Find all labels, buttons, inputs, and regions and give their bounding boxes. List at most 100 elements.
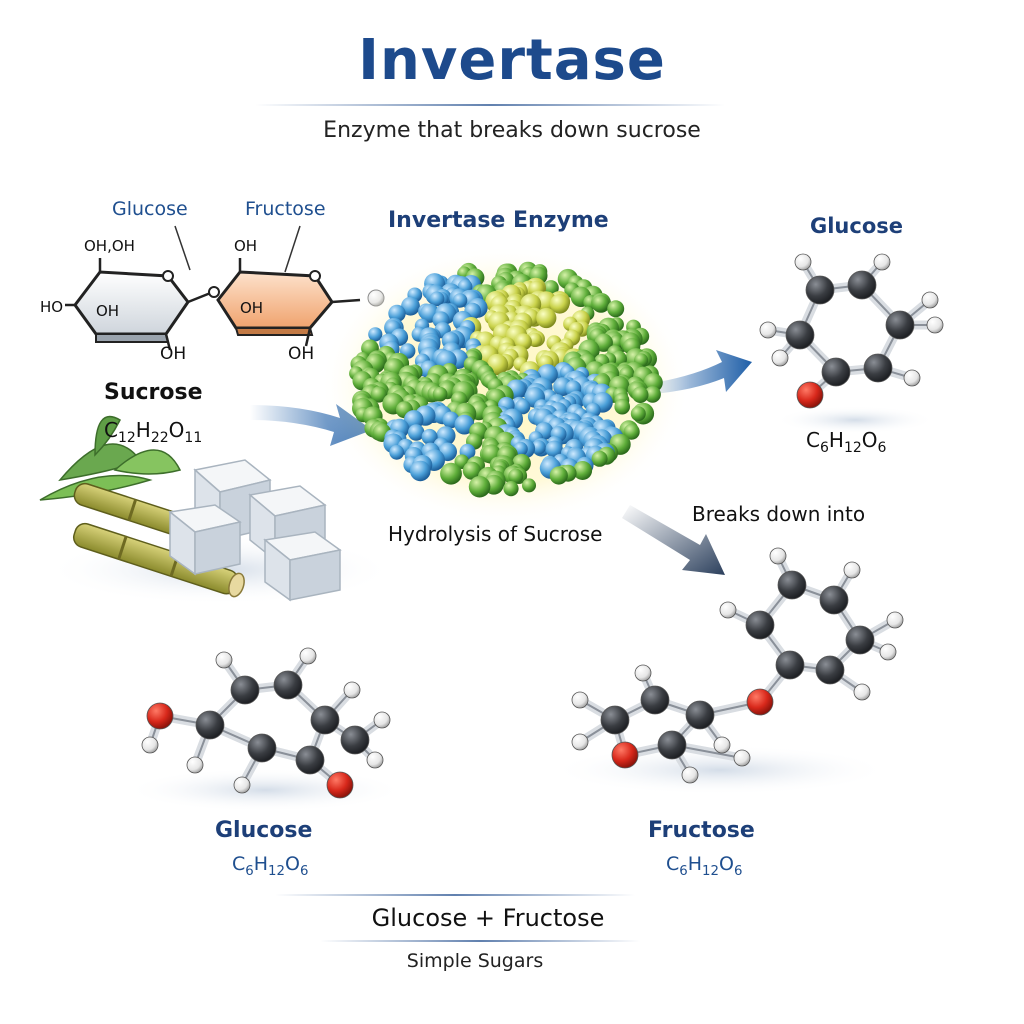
hydrogen-atom bbox=[873, 253, 891, 271]
enzyme-residue bbox=[549, 466, 568, 485]
enzyme-residue bbox=[462, 461, 481, 480]
enzyme-caption: Hydrolysis of Sucrose bbox=[388, 522, 603, 546]
bottom-glucose-formula: C6H12O6 bbox=[232, 853, 309, 879]
enzyme-residue bbox=[623, 423, 640, 440]
footer-divider-bottom bbox=[320, 940, 640, 942]
glucose-ring-edge bbox=[95, 333, 170, 343]
hydrogen-atom bbox=[634, 664, 652, 682]
enzyme-residue bbox=[531, 440, 546, 455]
carbon-atom bbox=[775, 650, 805, 680]
carbon-atom bbox=[819, 585, 849, 615]
hydrogen-atom bbox=[713, 736, 731, 754]
enzyme-residue bbox=[545, 440, 563, 458]
glucose-pointer bbox=[174, 225, 191, 271]
sugar-illustration bbox=[39, 415, 395, 605]
carbon-atom bbox=[247, 733, 277, 763]
enzyme-molecule bbox=[320, 245, 690, 525]
bottom-fructose-formula: C6H12O6 bbox=[666, 853, 743, 879]
hydrogen-atom bbox=[879, 643, 897, 661]
enzyme-residue bbox=[407, 424, 425, 441]
hydrogen-atom bbox=[926, 316, 944, 334]
carbon-atom bbox=[777, 570, 807, 600]
enzyme-residue bbox=[401, 296, 420, 316]
hydrogen-atom bbox=[233, 776, 251, 794]
footer-divider-top bbox=[275, 894, 635, 896]
carbon-atom bbox=[685, 700, 715, 730]
fructose-pointer bbox=[284, 225, 301, 273]
enzyme-residue bbox=[515, 399, 531, 415]
enzyme-label: Invertase Enzyme bbox=[388, 208, 609, 233]
enzyme-residue bbox=[614, 398, 630, 415]
sucrose-structure bbox=[65, 225, 385, 351]
carbon-atom bbox=[340, 725, 370, 755]
hydrogen-atom bbox=[571, 733, 589, 751]
hydrogen-atom bbox=[759, 321, 777, 339]
product-top-name: Glucose bbox=[810, 214, 904, 238]
carbon-atom bbox=[273, 670, 303, 700]
carbon-atom bbox=[640, 685, 670, 715]
fructose-molecule-bottom bbox=[550, 547, 904, 795]
breaks-down-label: Breaks down into bbox=[692, 502, 866, 526]
glucose-molecule-bottom bbox=[125, 647, 405, 812]
oxygen-atom bbox=[611, 741, 639, 769]
enzyme-residue bbox=[432, 386, 448, 402]
hydrogen-atom bbox=[681, 766, 699, 784]
oh-label: OH bbox=[160, 344, 187, 364]
fructose-ring-edge bbox=[234, 327, 314, 336]
oxygen-atom bbox=[746, 688, 774, 716]
hydrogen-atom bbox=[794, 253, 812, 271]
hydrogen-atom bbox=[571, 691, 589, 709]
enzyme-residue bbox=[607, 300, 625, 318]
carbon-atom bbox=[745, 610, 775, 640]
enzyme-residue bbox=[410, 460, 431, 482]
hydrogen-atom bbox=[886, 611, 904, 629]
carbon-atom bbox=[847, 270, 877, 300]
carbon-atom bbox=[785, 320, 815, 350]
glucose-molecule-top bbox=[759, 253, 944, 434]
hydrogen-atom bbox=[141, 736, 159, 754]
enzyme-residue bbox=[370, 386, 387, 403]
carbon-atom bbox=[805, 275, 835, 305]
hydrogen-atom bbox=[733, 749, 751, 767]
oh-label: OH bbox=[288, 344, 315, 364]
enzyme-residue bbox=[522, 478, 536, 493]
sucrose-formula: C12H22O11 bbox=[104, 418, 203, 446]
enzyme-residue bbox=[440, 462, 462, 485]
enzyme-residue bbox=[630, 406, 646, 422]
enzyme-residue bbox=[429, 291, 445, 307]
carbon-atom bbox=[821, 357, 851, 387]
hydrogen-atom bbox=[719, 601, 737, 619]
enzyme-residue bbox=[452, 293, 468, 308]
carbon-atom bbox=[885, 310, 915, 340]
enzyme-residue bbox=[468, 475, 491, 498]
carbon-atom bbox=[195, 710, 225, 740]
oh-label: OH bbox=[96, 302, 120, 320]
product-top-formula: C6H12O6 bbox=[806, 428, 887, 456]
enzyme-residue bbox=[644, 386, 661, 403]
hydrogen-atom bbox=[186, 756, 204, 774]
enzyme-residue bbox=[368, 327, 383, 342]
footer-equation: Glucose + Fructose bbox=[371, 904, 605, 932]
carbon-atom bbox=[863, 353, 893, 383]
hydrogen-atom bbox=[373, 711, 391, 729]
bottom-glucose-name: Glucose bbox=[215, 818, 313, 843]
enzyme-residue bbox=[549, 294, 570, 314]
footer-caption: Simple Sugars bbox=[406, 950, 544, 972]
glucose-ring bbox=[73, 270, 190, 336]
enzyme-residue bbox=[389, 444, 405, 460]
enzyme-residue bbox=[536, 307, 557, 329]
enzyme-residue bbox=[632, 386, 649, 403]
hydrogen-atom bbox=[853, 683, 871, 701]
oxygen-atom bbox=[326, 771, 354, 799]
oxygen-atom bbox=[796, 381, 824, 409]
carbon-atom bbox=[815, 655, 845, 685]
carbon-atom bbox=[230, 675, 260, 705]
hydrogen-atom bbox=[366, 751, 384, 769]
enzyme-residue bbox=[503, 481, 519, 497]
enzyme-residue bbox=[454, 414, 475, 435]
sucrose-name: Sucrose bbox=[104, 380, 203, 405]
hydrogen-atom bbox=[921, 291, 939, 309]
enzyme-residue bbox=[388, 304, 406, 323]
